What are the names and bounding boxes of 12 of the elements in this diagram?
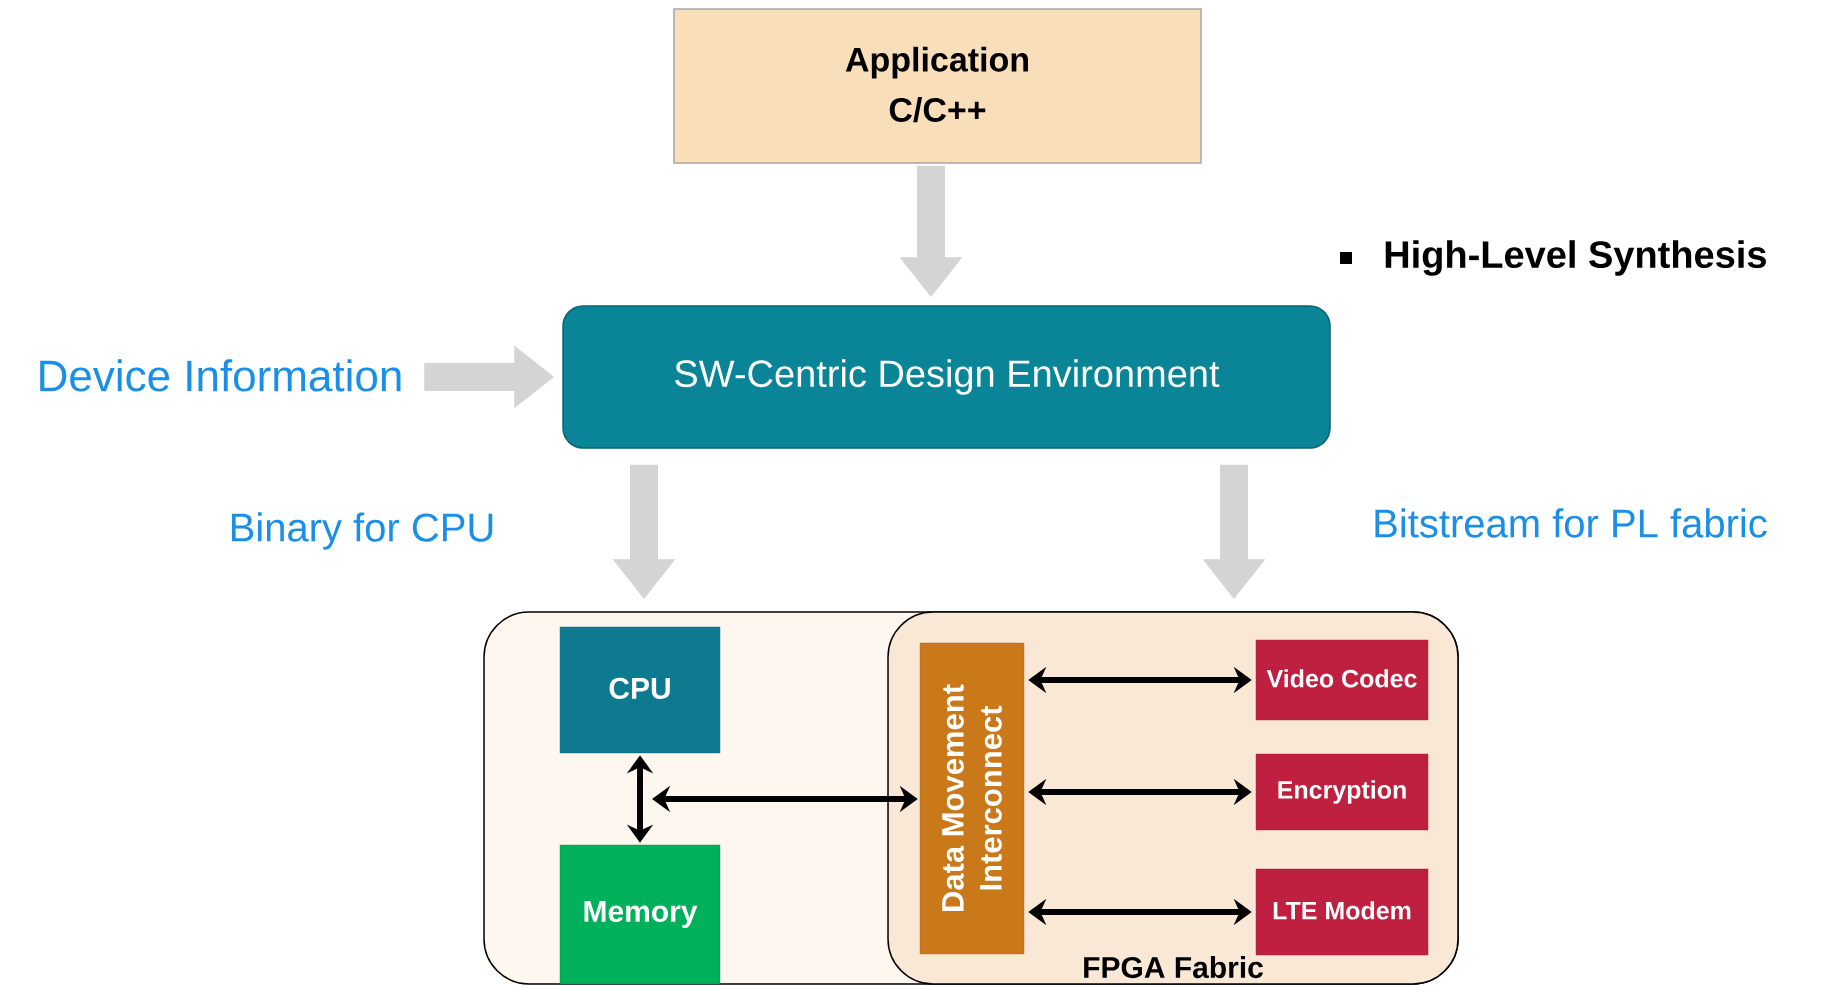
module-box: Encryption <box>1255 753 1429 831</box>
memory-box: Memory <box>559 844 721 985</box>
input-text: Device Information <box>40 359 401 392</box>
note-text: High-Level Synthesis <box>1385 240 1766 276</box>
module-box: LTE Modem <box>1255 868 1429 956</box>
edge-label: Binary for CPU <box>226 510 498 552</box>
edge-label: Bitstream for PL fabric <box>1370 506 1770 540</box>
module-box: Video Codec <box>1255 639 1429 721</box>
cpu-box: CPU <box>559 626 721 754</box>
environment-box: SW-Centric Design Environment <box>562 305 1331 449</box>
interconnect-bar: Data Movement Interconnect <box>919 642 1025 955</box>
application-box: Application C/C++ <box>673 8 1202 164</box>
